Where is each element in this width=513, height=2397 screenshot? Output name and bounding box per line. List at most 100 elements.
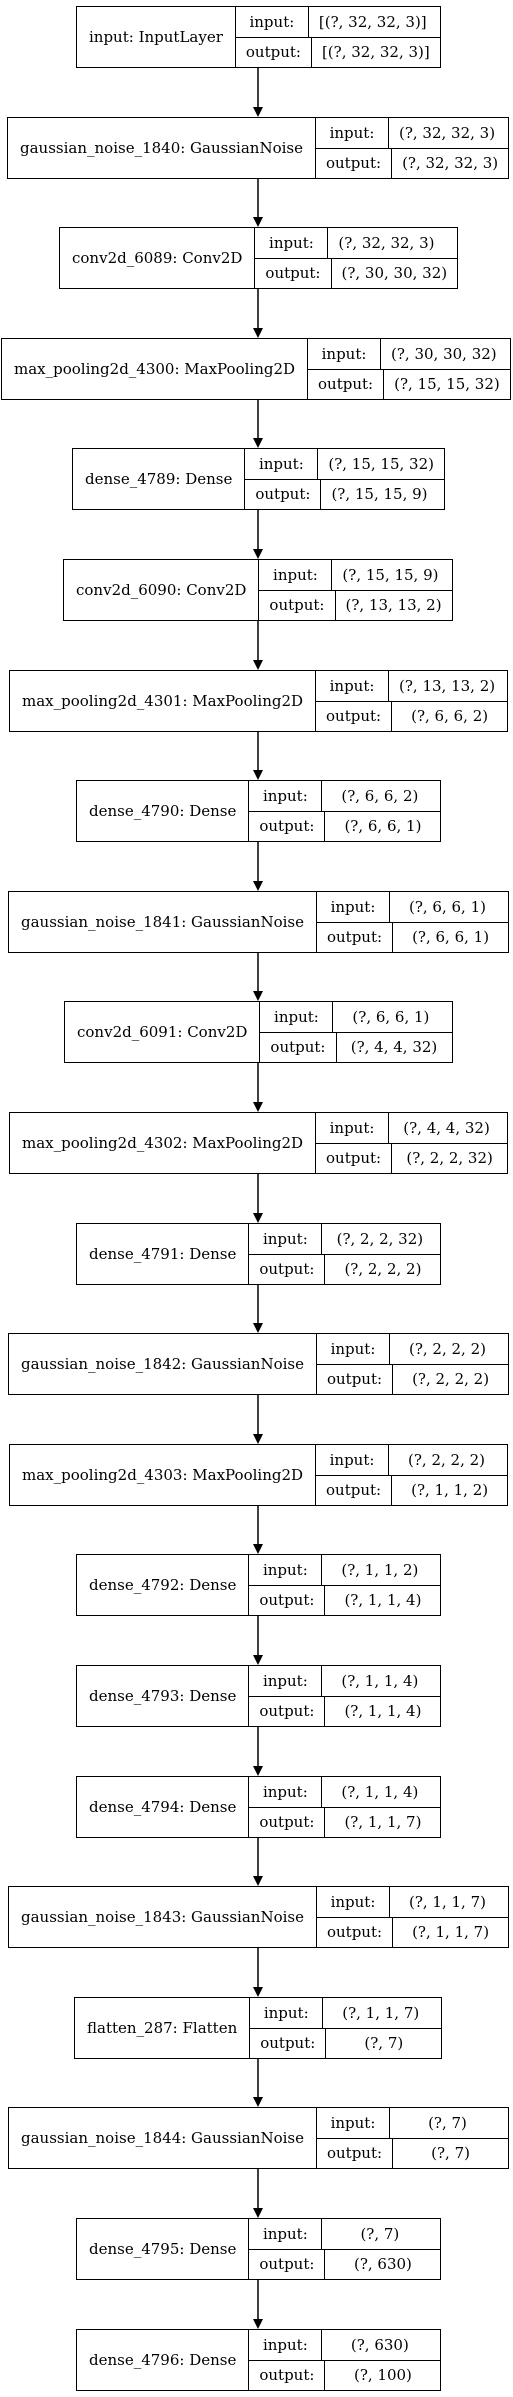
output-label: output: (316, 1143, 393, 1173)
edge-arrowhead (253, 217, 263, 227)
output-label: output: (316, 1475, 393, 1505)
input-label: input: (317, 2108, 390, 2138)
layer-shapes: input:(?, 32, 32, 3)output:(?, 32, 32, 3… (315, 118, 509, 178)
output-row: output:(?, 1, 1, 7) (249, 1806, 441, 1837)
input-row: input:(?, 630) (249, 2330, 440, 2360)
output-shape: [(?, 32, 32, 3)] (321, 43, 430, 62)
layer-shapes: input:(?, 13, 13, 2)output: (?, 6, 6, 2) (316, 671, 508, 731)
layer-name: max_pooling2d_4302: MaxPooling2D (10, 1113, 317, 1173)
input-label: input: (317, 1334, 390, 1364)
output-row: output: (?, 1, 1, 2) (316, 1474, 508, 1505)
input-row: input:(?, 15, 15, 32) (245, 449, 444, 479)
edge-arrowhead (253, 1213, 263, 1223)
output-row: output:(?, 6, 6, 1) (249, 810, 441, 841)
input-shape: (?, 6, 6, 1) (408, 897, 486, 916)
layer-shapes: input: (?, 1, 1, 2) output:(?, 1, 1, 4) (249, 1555, 441, 1615)
output-label: output: (316, 701, 393, 731)
output-shape: (?, 13, 13, 2) (345, 596, 442, 615)
input-row: input:(?, 6, 6, 2) (249, 781, 440, 811)
output-shape: (?, 7) (364, 2034, 404, 2053)
output-label: output: (249, 1254, 326, 1284)
output-row: output:(?, 6, 6, 1) (316, 921, 509, 952)
edge-arrowhead (253, 2208, 263, 2218)
layer-name: dense_4790: Dense (77, 781, 250, 841)
layer-shapes: input:(?, 6, 6, 1)output:(?, 4, 4, 32) (260, 1002, 452, 1062)
input-row: input:(?, 32, 32, 3) (255, 228, 457, 258)
layer-shapes: input:(?, 4, 4, 32)output:(?, 2, 2, 32) (316, 1113, 508, 1173)
output-row: output:(?, 2, 2, 2) (249, 1253, 441, 1284)
edge-arrowhead (253, 328, 263, 338)
output-row: output:(?, 100) (249, 2359, 441, 2390)
input-row: input:(?, 6, 6, 1) (260, 1002, 451, 1032)
output-shape: (?, 4, 4, 32) (350, 1038, 438, 1057)
output-row: output:(?, 1, 1, 7) (316, 1916, 509, 1947)
input-label: input: (260, 1002, 334, 1032)
output-row: output:(?, 4, 4, 32) (260, 1031, 452, 1062)
input-label: input: (316, 1113, 390, 1143)
output-label: output: (249, 2360, 326, 2390)
output-label: output: (245, 479, 322, 509)
layer-name: dense_4796: Dense (77, 2330, 250, 2390)
output-label: output: (317, 922, 394, 952)
output-shape: (?, 1, 1, 4) (344, 1702, 422, 1721)
input-shape: [(?, 32, 32, 3)] (318, 12, 427, 31)
input-label: input: (308, 339, 382, 369)
layer-shapes: input:(?, 1, 1, 7)output:(?, 1, 1, 7) (316, 1887, 509, 1947)
layer-shapes: input:(?, 2, 2, 2)output:(?, 2, 2, 2) (316, 1334, 509, 1394)
edge-arrowhead (253, 1766, 263, 1776)
output-label: output: (308, 369, 385, 399)
input-label: input: (316, 671, 390, 701)
input-shape: (?, 32, 32, 3) (398, 123, 496, 142)
layer-name: gaussian_noise_1842: GaussianNoise (9, 1334, 317, 1394)
input-label: input: (249, 1555, 323, 1585)
output-shape: (?, 1, 1, 7) (344, 1813, 422, 1832)
layer-name: flatten_287: Flatten (75, 1998, 251, 2058)
layer-shapes: input:(?, 2, 2, 2)output:(?, 1, 1, 2) (316, 1445, 508, 1505)
output-label: output: (317, 1364, 394, 1394)
input-row: input:(?, 4, 4, 32) (316, 1113, 507, 1143)
layer-shapes: input:(?, 6, 6, 2)output:(?, 6, 6, 1) (249, 781, 441, 841)
output-label: output: (316, 148, 393, 178)
layer-name: dense_4795: Dense (77, 2219, 250, 2279)
layer-shapes: input:(?, 7)output:(?, 7) (316, 2108, 509, 2168)
output-row: output:(?, 630) (249, 2248, 441, 2279)
output-row: output: [(?, 32, 32, 3)] (235, 36, 440, 67)
input-label: input: (259, 560, 333, 590)
output-label: output: (250, 2028, 327, 2058)
input-row: input:(?, 13, 13, 2) (316, 671, 507, 701)
output-row: output:(?, 2, 2, 2) (316, 1363, 509, 1394)
output-shape: (?, 1, 1, 2) (411, 1481, 489, 1500)
layer-name: max_pooling2d_4300: MaxPooling2D (2, 339, 309, 399)
input-row: input:(?, 1, 1, 4) (249, 1666, 440, 1696)
output-label: output: (259, 590, 336, 620)
layer-shapes: input:(?, 630)output:(?, 100) (249, 2330, 441, 2390)
output-shape: (?, 6, 6, 1) (344, 817, 422, 836)
input-row: input:[(?, 32, 32, 3)] (236, 7, 440, 37)
input-shape: (?, 630) (350, 2335, 409, 2354)
input-row: input:(?, 7) (317, 2108, 508, 2138)
edge-arrowhead (253, 438, 263, 448)
input-label: input: (316, 118, 389, 148)
output-row: output:(?, 1, 1, 4) (249, 1584, 441, 1615)
input-row: input:(?, 7) (249, 2219, 440, 2249)
input-shape: (?, 1, 1, 2) (341, 1560, 419, 1579)
output-row: output:(?, 1, 1, 4) (249, 1695, 441, 1726)
output-label: output: (236, 37, 312, 67)
input-row: input: (?, 1, 1, 2) (249, 1555, 440, 1585)
layer-shapes: input:(?, 15, 15, 9)output:(?, 13, 13, 2… (259, 560, 452, 620)
output-shape: (?, 6, 6, 2) (411, 707, 489, 726)
output-shape: (?, 30, 30, 32) (341, 264, 448, 283)
edge-arrowhead (253, 2097, 263, 2107)
input-label: input: (249, 1224, 323, 1254)
layer-name: conv2d_6090: Conv2D (64, 560, 260, 620)
